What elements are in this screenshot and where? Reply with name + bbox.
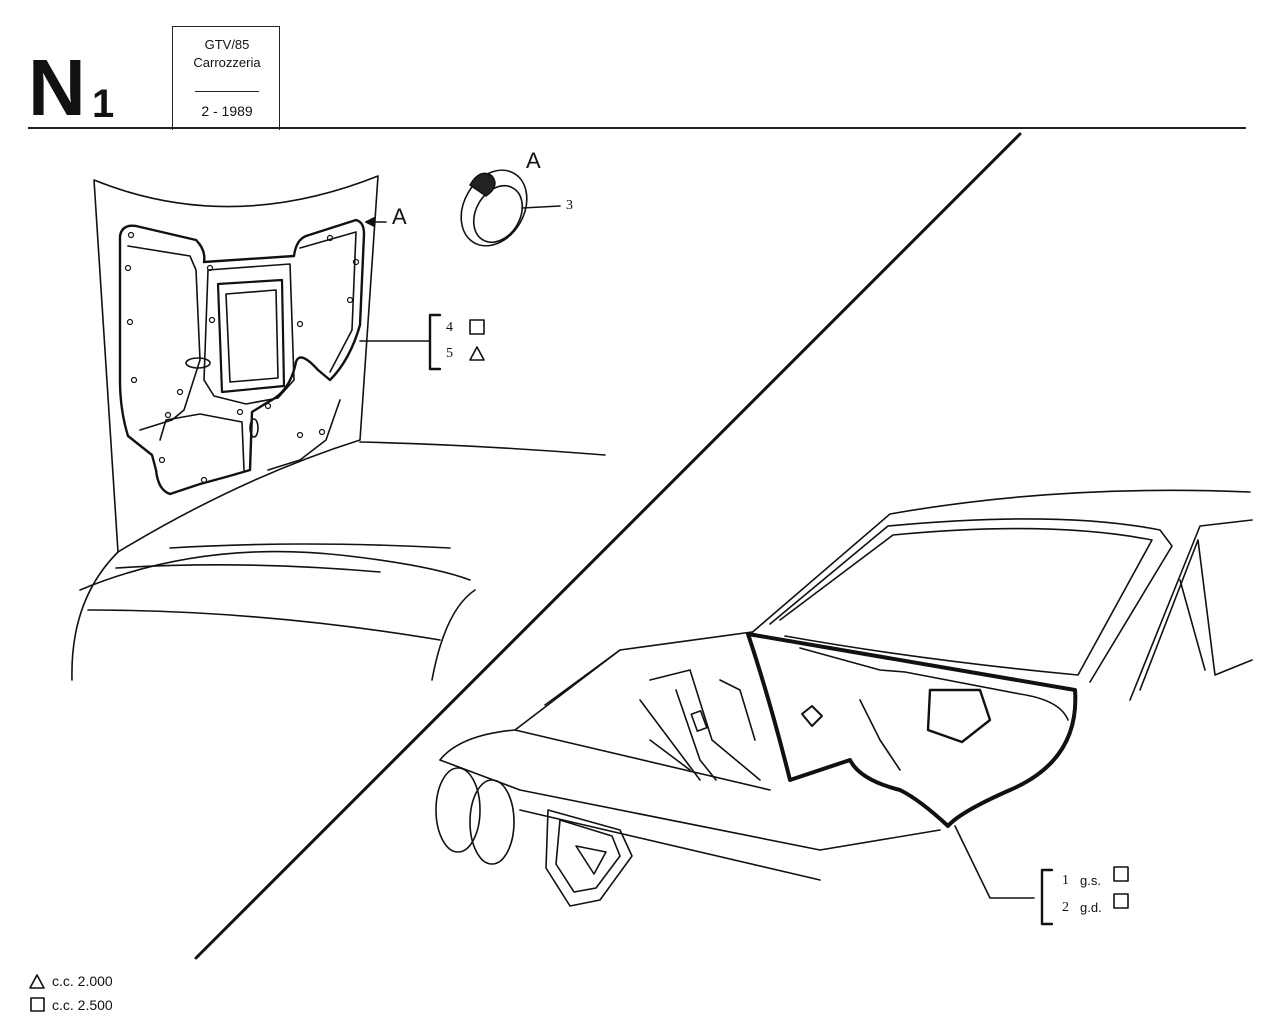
title-box: GTV/85 Carrozzeria 2 - 1989 <box>172 26 280 130</box>
date-label: 2 - 1989 <box>201 103 253 119</box>
hood-part-5-number: 5 <box>446 346 453 361</box>
clip-part-number: 3 <box>566 198 573 213</box>
section-letter: N <box>28 43 86 132</box>
clip-illustration <box>460 169 561 247</box>
part-1-square-symbol <box>1113 866 1129 882</box>
body-group-label: Carrozzeria <box>193 55 261 70</box>
detail-label-hood: A <box>392 204 407 229</box>
legend-item-2000: c.c. 2.000 <box>52 973 113 989</box>
detail-label-clip: A <box>526 148 541 173</box>
hood-part-4-number: 4 <box>446 320 453 335</box>
rear-part-2-side: g.d. <box>1080 900 1102 915</box>
section-number: 1 <box>92 82 115 126</box>
part-5-triangle-symbol <box>469 346 485 361</box>
legend-triangle-icon <box>29 974 45 989</box>
rear-parts-bracket <box>1040 868 1054 926</box>
rear-part-1-side: g.s. <box>1080 873 1101 888</box>
model-label: GTV/85 <box>204 37 250 52</box>
part-4-square-symbol <box>469 319 485 335</box>
hood-illustration <box>71 175 606 681</box>
title-divider <box>195 91 259 92</box>
hood-parts-bracket <box>428 313 442 371</box>
rear-car-illustration <box>435 489 1253 907</box>
diagonal-divider <box>194 132 1022 960</box>
header-rule <box>28 127 1246 129</box>
rear-part-1-number: 1 <box>1062 873 1069 888</box>
part-2-square-symbol <box>1113 893 1129 909</box>
legend-item-2500: c.c. 2.500 <box>52 997 113 1013</box>
rear-part-2-number: 2 <box>1062 900 1069 915</box>
legend-square-icon <box>30 997 45 1012</box>
